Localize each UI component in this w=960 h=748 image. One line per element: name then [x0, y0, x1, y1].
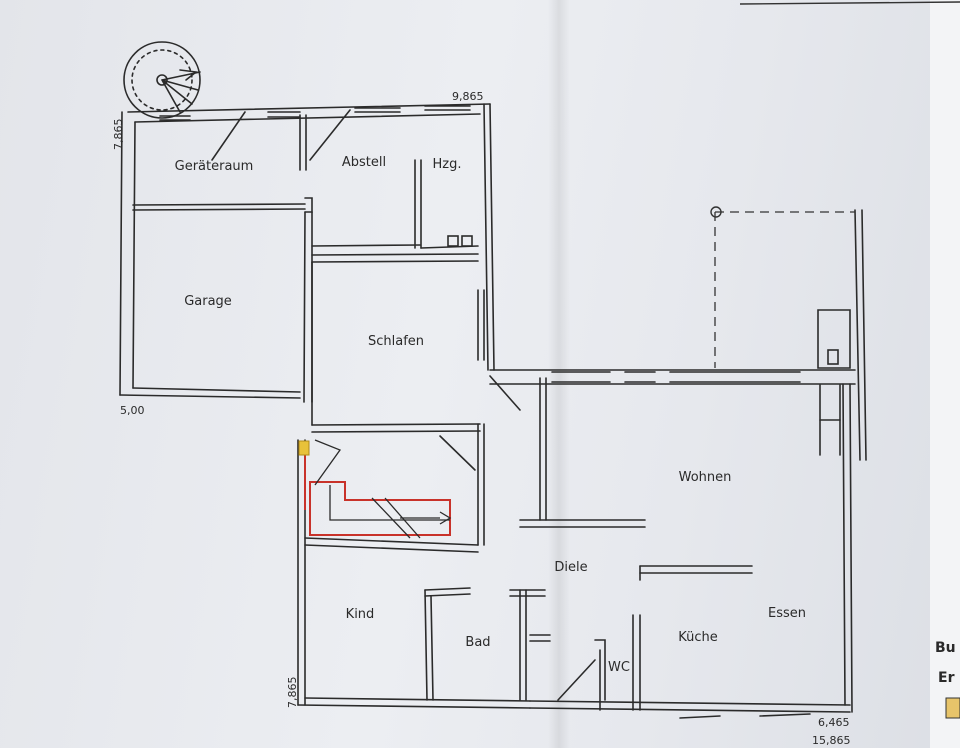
legend-swatch — [945, 697, 960, 719]
dimension-top-left: 7,865 — [112, 119, 125, 151]
room-label-bad: Bad — [465, 635, 490, 650]
paper-fold — [548, 0, 570, 748]
room-label-kueche: Küche — [678, 630, 718, 645]
room-label-wc: WC — [608, 660, 630, 675]
room-label-essen: Essen — [768, 606, 806, 621]
stair-highlight — [304, 445, 451, 536]
legend-fragment-2: Er — [938, 670, 955, 686]
wall-lines — [119, 41, 867, 719]
dimension-bottom-left: 7,865 — [286, 677, 299, 709]
room-label-schlafen: Schlafen — [368, 334, 424, 349]
dimension-bottom-right-2: 15,865 — [812, 734, 851, 747]
dimension-bottom-right-1: 6,465 — [818, 716, 850, 729]
room-label-hzg: Hzg. — [433, 157, 462, 172]
room-label-kind: Kind — [346, 607, 375, 622]
room-label-garage: Garage — [184, 294, 232, 309]
terrace-post — [710, 206, 722, 218]
legend-fragment-1: Bu — [935, 640, 956, 656]
dimension-top-right: 9,865 — [452, 90, 484, 103]
room-label-wohnen: Wohnen — [679, 470, 732, 485]
dimension-left-mid: 5,00 — [120, 404, 145, 417]
terrace-outline — [714, 211, 855, 368]
stair-lines — [314, 439, 452, 539]
room-label-geraeteraum: Geräteraum — [175, 159, 254, 174]
room-label-abstell: Abstell — [342, 155, 386, 170]
room-label-diele: Diele — [554, 560, 587, 575]
adjacent-sheet — [930, 0, 960, 748]
stair-marker — [298, 440, 310, 456]
top-edge-line — [739, 1, 960, 5]
